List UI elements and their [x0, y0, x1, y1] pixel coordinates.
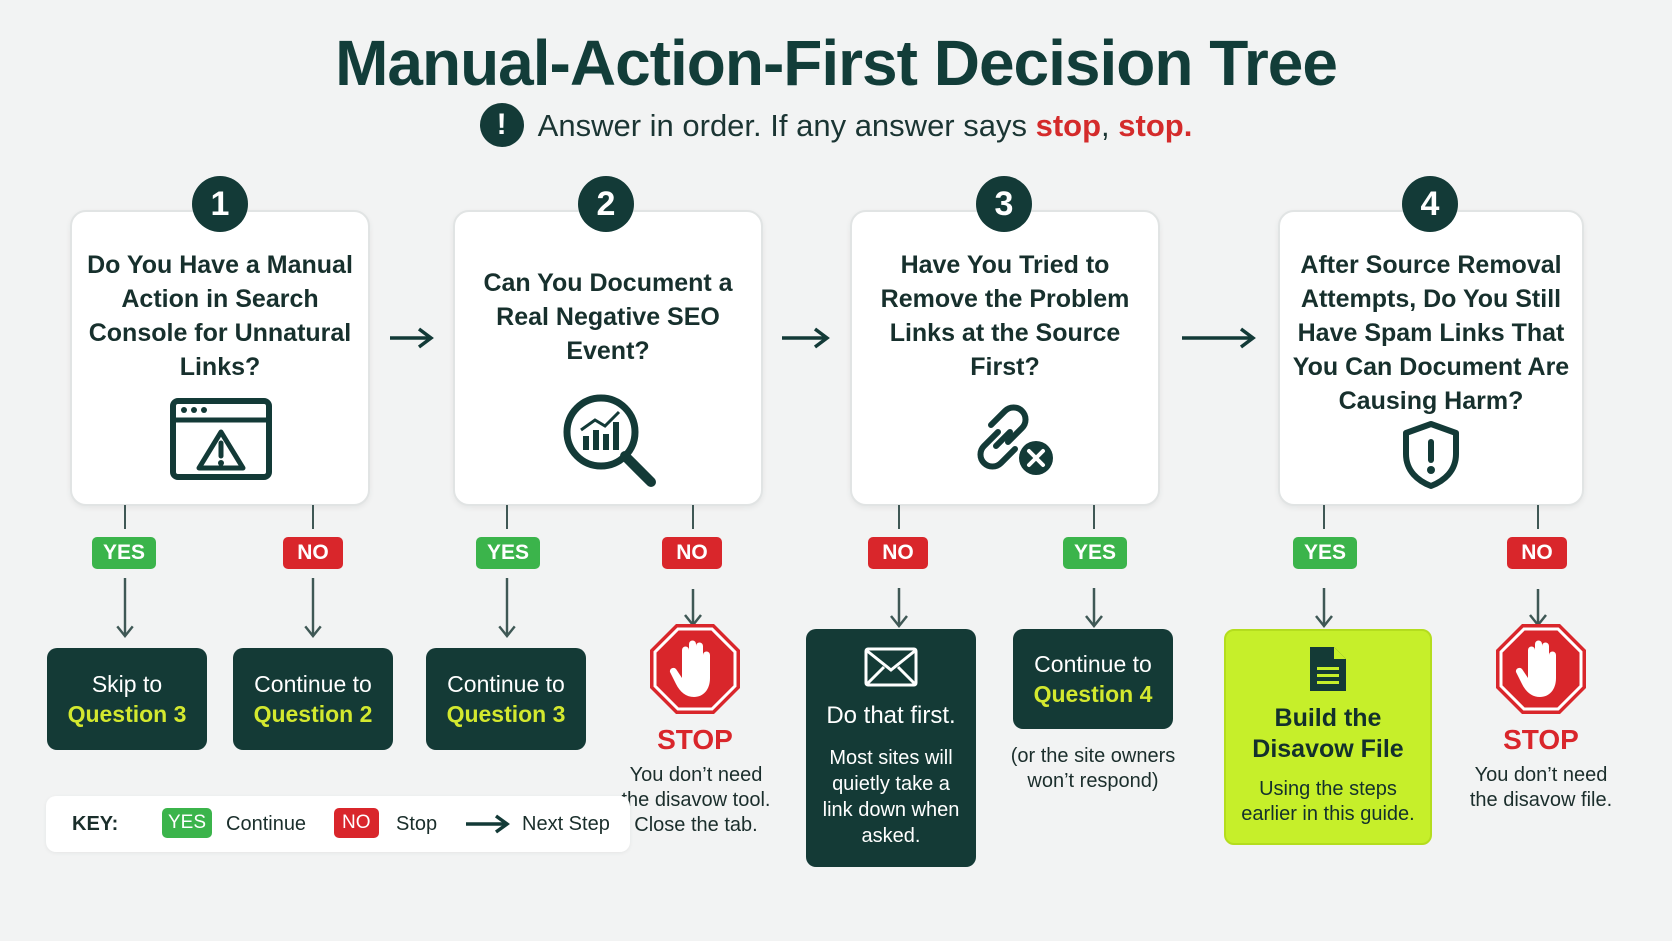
outcome-q4-yes: Build the Disavow File Using the steps e…	[1224, 629, 1432, 845]
question-3-text: Have You Tried to Remove the Problem Lin…	[880, 251, 1130, 381]
stop-hand-icon	[650, 624, 740, 714]
outcome-q3-no: Do that first. Most sites will quietly t…	[806, 629, 976, 867]
badge-q4-yes: YES	[1293, 537, 1357, 569]
question-number-4: 4	[1402, 176, 1458, 232]
outcome-q1-yes: Skip to Question 3	[47, 648, 207, 750]
browser-warning-icon	[170, 398, 272, 480]
key-arrow-icon	[466, 814, 510, 834]
connector-q4-yes	[1323, 505, 1325, 529]
outcome-q3-yes-note: (or the site owners won’t respond)	[1010, 745, 1176, 792]
outcome-q1-yes-line2: Question 3	[67, 701, 187, 727]
key-no-badge: NO	[334, 808, 379, 838]
outcome-q3-yes: Continue to Question 4	[1013, 629, 1173, 729]
document-icon	[1310, 647, 1346, 691]
badge-q2-yes: YES	[476, 537, 540, 569]
down-arrow-q2-yes	[498, 578, 516, 638]
stop-label-q2: STOP	[657, 724, 733, 755]
outcome-q1-yes-line1: Skip to	[91, 671, 163, 697]
key-legend: KEY: YES Continue NO Stop Next Step	[46, 796, 630, 852]
outcome-q3-yes-line1: Continue to	[1034, 651, 1152, 677]
down-arrow-q3-no	[890, 588, 908, 629]
down-arrow-q1-yes	[116, 578, 134, 638]
connector-q2-no	[692, 505, 694, 529]
key-label: KEY:	[72, 813, 119, 835]
question-number-1: 1	[192, 176, 248, 232]
subtitle-text: Answer in order. If any answer says	[537, 108, 1036, 144]
subtitle-stop-1: stop	[1035, 108, 1102, 144]
badge-q3-no: NO	[868, 537, 928, 569]
connector-q3-no	[898, 505, 900, 529]
outcome-q2-yes-line1: Continue to	[447, 671, 565, 697]
envelope-icon	[864, 647, 918, 687]
question-card-1: Do You Have a Manual Action in Search Co…	[70, 210, 370, 506]
subtitle: ! Answer in order. If any answer says sto…	[0, 103, 1672, 150]
next-step-arrow-2	[782, 327, 830, 349]
outcome-q3-no-body: Most sites will quietly take a link down…	[822, 747, 960, 847]
question-number-3: 3	[976, 176, 1032, 232]
outcome-q4-yes-title: Build the Disavow File	[1252, 704, 1404, 763]
connector-q1-yes	[124, 505, 126, 529]
down-arrow-q4-yes	[1315, 588, 1333, 629]
key-arrow-text: Next Step	[522, 813, 610, 835]
question-2-text: Can You Document a Real Negative SEO Eve…	[483, 269, 733, 365]
outcome-q2-yes: Continue to Question 3	[426, 648, 586, 750]
badge-q4-no: NO	[1507, 537, 1567, 569]
question-4-text: After Source Removal Attempts, Do You St…	[1292, 251, 1570, 415]
stop-label-q4: STOP	[1503, 724, 1579, 755]
stop-hand-icon	[1496, 624, 1586, 714]
badge-q1-yes: YES	[92, 537, 156, 569]
badge-q2-no: NO	[662, 537, 722, 569]
connector-q2-yes	[506, 505, 508, 529]
subtitle-stop-2: stop.	[1118, 108, 1193, 144]
outcome-q3-yes-line2: Question 4	[1033, 681, 1153, 707]
page-title: Manual-Action-First Decision Tree	[335, 27, 1338, 99]
question-card-4: After Source Removal Attempts, Do You St…	[1278, 210, 1584, 506]
key-yes-text: Continue	[226, 813, 307, 835]
question-number-2: 2	[578, 176, 634, 232]
stop-note-q4: You don’t need the disavow file.	[1469, 764, 1613, 811]
connector-q3-yes	[1093, 505, 1095, 529]
shield-alert-icon	[1403, 421, 1459, 489]
down-arrow-q1-no	[304, 578, 322, 638]
outcome-q3-no-heading: Do that first.	[826, 702, 956, 729]
next-step-arrow-1	[390, 327, 434, 349]
key-yes-badge: YES	[162, 808, 213, 838]
magnifier-chart-icon	[563, 394, 656, 487]
outcome-q1-no-line2: Question 2	[253, 701, 373, 727]
outcome-q1-no: Continue to Question 2	[233, 648, 393, 750]
question-card-3: Have You Tried to Remove the Problem Lin…	[850, 210, 1160, 506]
question-1-text: Do You Have a Manual Action in Search Co…	[87, 251, 353, 381]
key-no-text: Stop	[396, 813, 438, 835]
broken-link-icon	[977, 404, 1053, 475]
exclamation-icon: !	[479, 103, 524, 147]
badge-q3-yes: YES	[1063, 537, 1127, 569]
outcome-q4-yes-body: Using the steps earlier in this guide.	[1241, 778, 1415, 825]
next-step-arrow-3	[1182, 327, 1256, 349]
connector-q1-no	[312, 505, 314, 529]
down-arrow-q3-yes	[1085, 588, 1103, 629]
question-card-2: Can You Document a Real Negative SEO Eve…	[453, 210, 763, 506]
outcome-q2-yes-line2: Question 3	[446, 701, 566, 727]
subtitle-comma: ,	[1101, 108, 1119, 144]
outcome-q1-no-line1: Continue to	[254, 671, 372, 697]
badge-q1-no: NO	[283, 537, 343, 569]
connector-q4-no	[1537, 505, 1539, 529]
stop-note-q2: You don’t need the disavow tool. Close t…	[621, 764, 771, 836]
